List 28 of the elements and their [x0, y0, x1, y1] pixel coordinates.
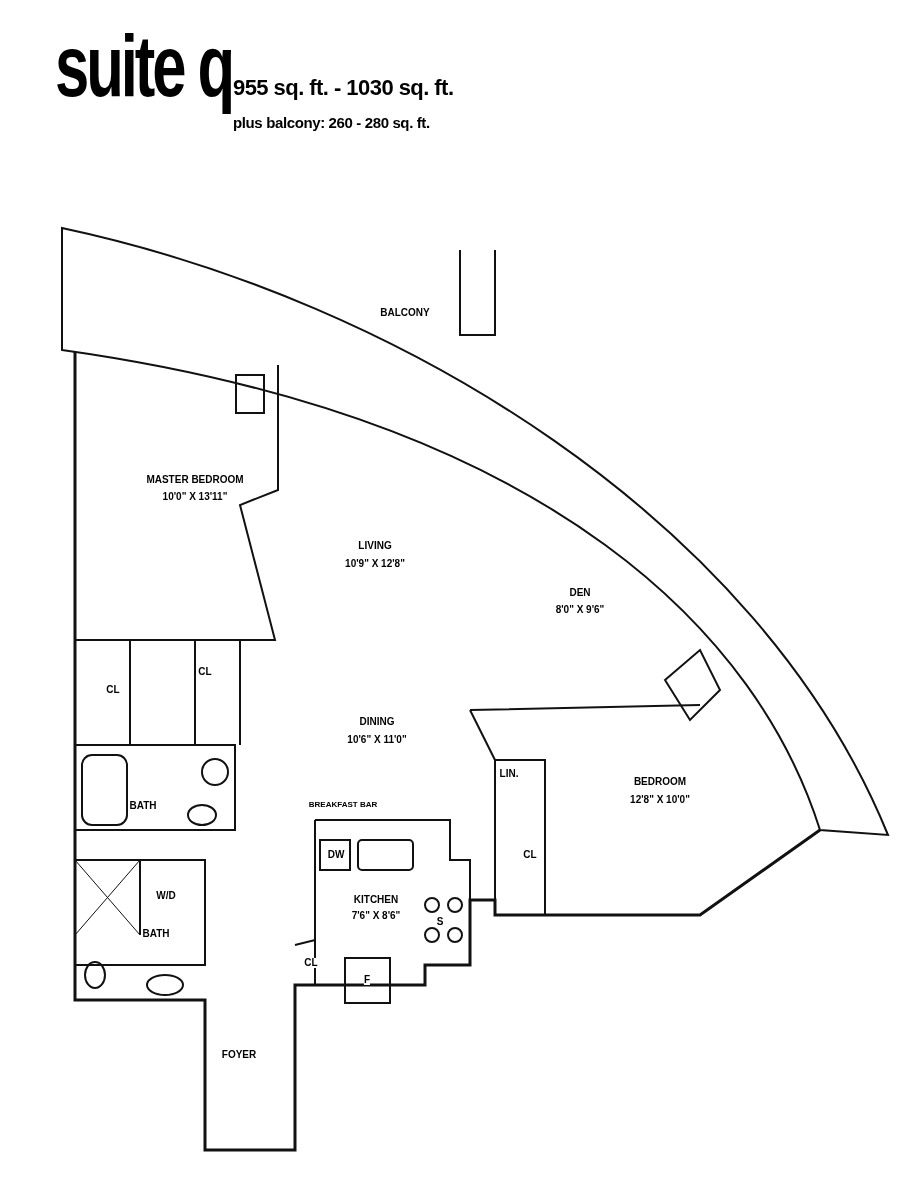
- room-label: BATH: [142, 929, 170, 939]
- room-label: W/D: [156, 891, 176, 901]
- room-label: BEDROOM: [633, 777, 687, 787]
- room-dimension: 8'0" X 9'6": [555, 605, 605, 615]
- room-label: CL: [304, 958, 318, 968]
- room-label: DW: [327, 850, 345, 860]
- room-label: KITCHEN: [353, 895, 399, 905]
- room-label: DEN: [569, 588, 591, 598]
- area-text: plus balcony: 260 - 280 sq. ft.: [233, 114, 430, 130]
- room-label: LIN.: [499, 769, 519, 779]
- room-dimension: 10'0" X 13'11": [162, 492, 228, 502]
- room-dimension: 10'9" X 12'8": [345, 559, 405, 569]
- room-label: S: [436, 917, 444, 927]
- room-label: BALCONY: [380, 308, 430, 318]
- room-label: F: [363, 975, 371, 985]
- area-text: 955 sq. ft. - 1030 sq. ft.: [233, 77, 454, 99]
- room-label: BATH: [129, 801, 157, 811]
- room-label: LIVING: [358, 541, 392, 551]
- room-label: FOYER: [221, 1050, 257, 1060]
- room-label: CL: [198, 667, 212, 677]
- room-dimension: 7'6" X 8'6": [351, 911, 401, 921]
- room-dimension: 12'8" X 10'0": [630, 795, 690, 805]
- room-label: DINING: [359, 717, 395, 727]
- room-label: MASTER BEDROOM: [146, 475, 244, 485]
- room-label: BREAKFAST BAR: [308, 801, 378, 809]
- room-label: CL: [106, 685, 120, 695]
- room-label: CL: [523, 850, 537, 860]
- room-dimension: 10'6" X 11'0": [347, 735, 407, 745]
